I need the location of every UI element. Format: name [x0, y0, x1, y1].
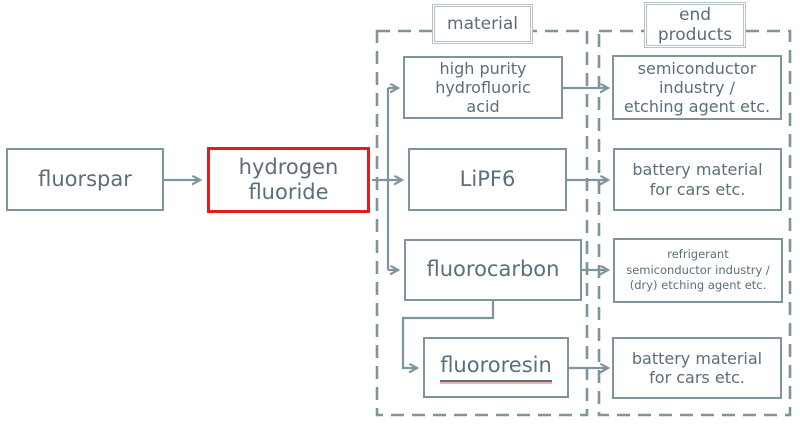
node-hydrogen-fluoride-line2: fluoride — [248, 180, 329, 204]
node-ep4-line1: battery material — [631, 348, 763, 368]
node-ep-refrigerant: refrigerant semiconductor industry / (dr… — [613, 238, 783, 303]
node-ep3-line2: semiconductor industry / — [626, 262, 770, 277]
node-high-purity-hydrofluoric-acid: high purity hydrofluoric acid — [403, 56, 563, 119]
group-label-end-products-line1: end — [678, 4, 712, 25]
node-fluororesin: fluororesin — [423, 337, 569, 398]
group-label-end-products: end products — [644, 2, 746, 48]
node-ep-battery-material-1: battery material for cars etc. — [613, 148, 782, 211]
node-ep1-line1: semiconductor — [637, 58, 757, 78]
node-ep1-line3: etching agent etc. — [623, 97, 771, 117]
node-fluorocarbon-label: fluorocarbon — [426, 257, 560, 282]
node-hydrogen-fluoride-line1: hydrogen — [238, 154, 339, 179]
node-hydrogen-fluoride: hydrogen fluoride — [207, 147, 370, 213]
node-fluorspar: fluorspar — [6, 148, 164, 211]
node-ep-semiconductor-industry: semiconductor industry / etching agent e… — [612, 55, 782, 120]
node-ep1-line2: industry / — [658, 77, 735, 97]
node-fluorspar-label: fluorspar — [38, 166, 132, 191]
group-label-end-products-line2: products — [657, 25, 733, 45]
node-ep2-line2: for cars etc. — [649, 179, 746, 199]
node-ep4-line2: for cars etc. — [649, 368, 745, 387]
group-label-material-text: material — [447, 13, 518, 34]
node-fluororesin-label: fluororesin — [440, 353, 552, 382]
node-ep2-line1: battery material — [632, 160, 763, 180]
node-ep3-line1: refrigerant — [667, 247, 729, 262]
node-hp-acid-line2: hydrofluoric — [435, 77, 531, 97]
node-hp-acid-line3: acid — [466, 97, 500, 117]
node-fluorocarbon: fluorocarbon — [404, 239, 582, 301]
group-label-material: material — [432, 4, 533, 44]
node-lipf6: LiPF6 — [408, 148, 567, 211]
node-lipf6-label: LiPF6 — [459, 166, 516, 191]
node-ep-battery-material-2: battery material for cars etc. — [612, 337, 782, 399]
node-ep3-line3: (dry) etching agent etc. — [629, 278, 767, 293]
edge-arrows — [164, 88, 608, 368]
node-hp-acid-line1: high purity — [439, 58, 527, 78]
